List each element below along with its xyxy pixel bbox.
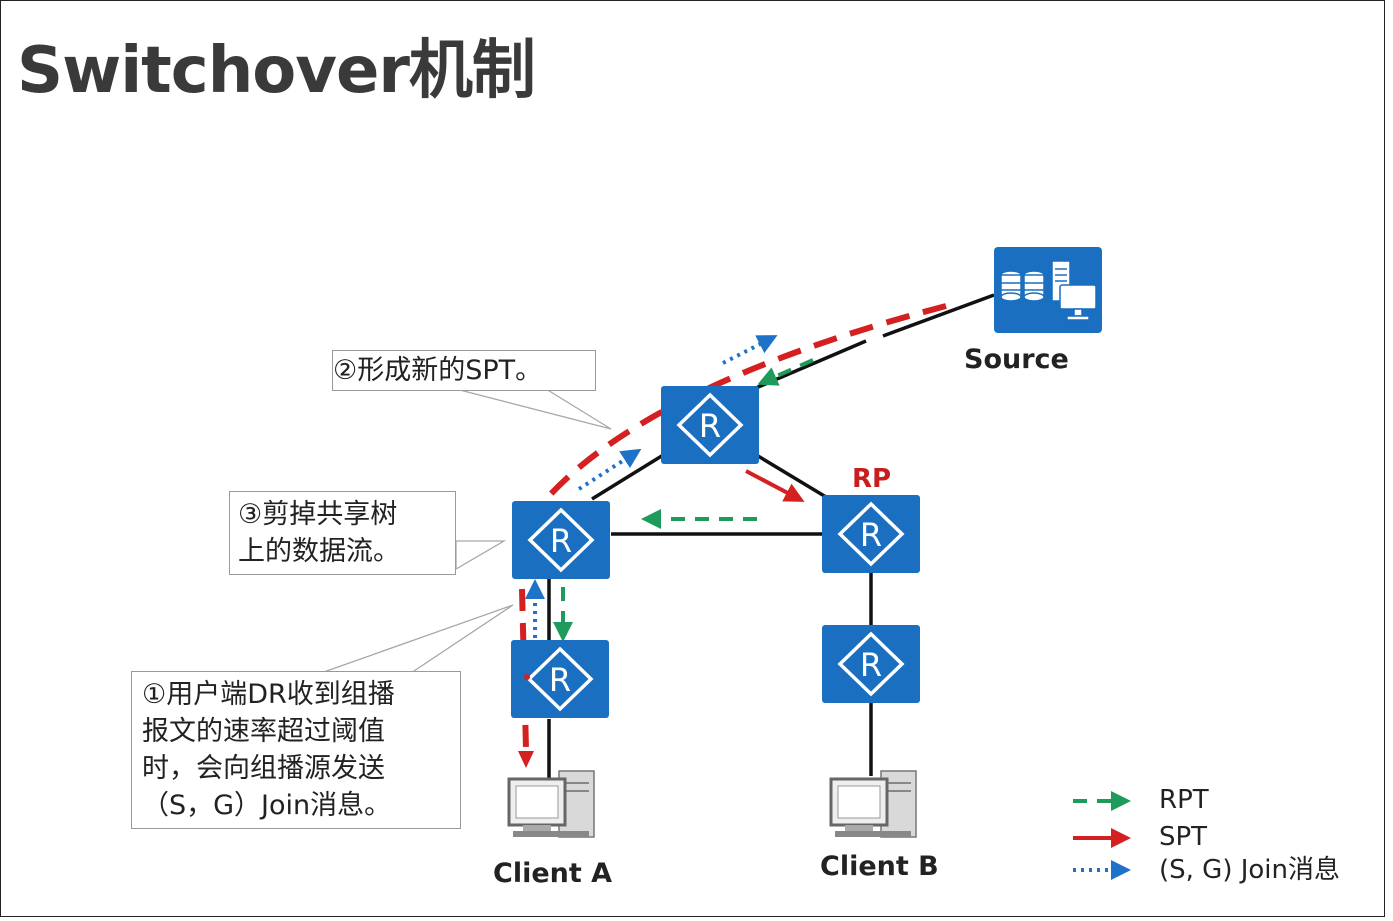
router-r1-letter: R [699, 407, 721, 445]
callout-step1-line1: ①用户端DR收到组播 [142, 679, 395, 710]
callout-step3-line2: 上的数据流。 [238, 536, 400, 567]
callout-step1-line3: 时，会向组播源发送 [142, 753, 385, 784]
router-r4: R [822, 625, 920, 703]
step1-pointer [320, 604, 514, 674]
legend-spt-label: SPT [1159, 822, 1208, 852]
rp-label: RP [852, 464, 892, 494]
legend-lines [1073, 791, 1131, 880]
join-paths [525, 335, 778, 638]
callout-step2-text: ②形成新的SPT。 [333, 355, 543, 386]
callout-step1-line2: 报文的速率超过阈值 [142, 716, 385, 747]
join-r1-to-source [722, 335, 778, 365]
rpt-paths [553, 358, 814, 642]
r3-marker-dot [524, 674, 530, 680]
router-r3: R [511, 640, 609, 718]
rpt-source-to-r1 [757, 358, 814, 386]
router-r4-letter: R [860, 646, 882, 684]
slide-title: Switchover机制 [17, 34, 536, 108]
link-r2-r1 [591, 447, 674, 501]
callout-step3-line1: ③剪掉共享树 [238, 499, 398, 530]
spt-source-to-r2 [546, 303, 947, 499]
router-r2-letter: R [550, 522, 572, 560]
callout-step1: ①用户端DR收到组播 报文的速率超过阈值 时，会向组播源发送 （S，G）Join… [131, 671, 461, 829]
step2-pointer [455, 388, 612, 430]
router-rp: R [822, 495, 920, 573]
legend-rpt-label: RPT [1159, 785, 1209, 815]
callout-step2: ②形成新的SPT。 [332, 350, 596, 391]
legend-join-label: (S, G) Join消息 [1159, 855, 1341, 885]
links [547, 293, 995, 781]
link-r1-rp [757, 454, 827, 499]
join-r2-to-r1 [577, 448, 642, 491]
client-b-pc-icon [829, 770, 917, 838]
source-server-icon [994, 247, 1102, 333]
client-a-pc-icon [507, 770, 595, 838]
callout-pointers [320, 388, 612, 674]
source-label: Source [964, 344, 1069, 375]
router-r3-letter: R [549, 661, 571, 699]
spt-r1-to-rp-arrow [745, 469, 805, 502]
link-mid-source [882, 293, 995, 338]
link-r1-mid [755, 339, 867, 390]
router-r1: R [661, 386, 759, 464]
router-rp-letter: R [860, 516, 882, 554]
router-r2: R [512, 501, 610, 579]
callout-step3: ③剪掉共享树 上的数据流。 [229, 491, 456, 575]
step3-pointer [455, 540, 507, 571]
client-b-label: Client B [820, 851, 939, 882]
callout-step1-line4: （S，G）Join消息。 [142, 790, 392, 821]
client-a-label: Client A [493, 858, 613, 889]
spt-arrowhead-clienta [518, 751, 534, 768]
